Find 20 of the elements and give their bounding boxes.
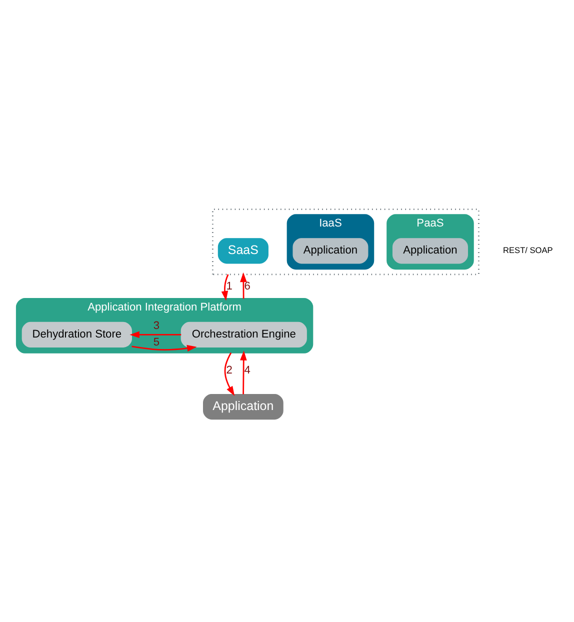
arrow [240,350,247,394]
edge-label: 3 [153,320,160,332]
node-box: Application [392,238,468,264]
edge-label: 1 [226,280,232,292]
edge-label: 6 [244,280,250,292]
arrow [224,352,235,396]
arrow [240,272,247,298]
arrow [132,344,197,352]
node-box: Dehydration Store [22,321,132,348]
edge-label: 2 [226,364,232,376]
arrow [130,330,182,338]
label: REST/ SOAP [503,244,553,255]
node-box: Application [203,393,284,420]
edge-label: 4 [244,364,250,376]
edge-label: 5 [153,336,160,348]
node-box: Application [292,238,368,264]
cluster [212,208,480,275]
node-box: SaaS [218,238,268,264]
node-box: Orchestration Engine [180,321,307,348]
arrow [221,274,229,300]
